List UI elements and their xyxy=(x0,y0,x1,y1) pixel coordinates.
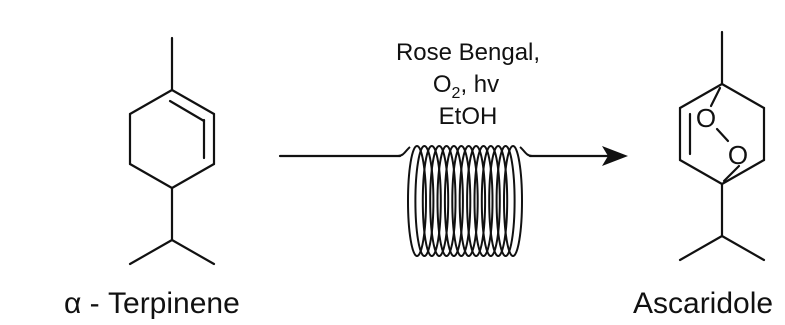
ring-bond xyxy=(170,88,216,116)
peroxide-oxygen-1: O xyxy=(696,103,716,133)
coil-loop xyxy=(421,145,442,257)
ring-bond xyxy=(128,88,174,116)
condition-solvent: EtOH xyxy=(439,103,498,130)
flow-reactor-coil-icon xyxy=(397,145,533,257)
coil-loop xyxy=(407,145,427,257)
oxygen-subscript: 2 xyxy=(452,85,461,102)
light-label: , hv xyxy=(460,71,499,98)
arrowhead xyxy=(602,146,628,166)
coil-loop xyxy=(414,145,435,257)
coil-lead-in xyxy=(397,146,411,157)
reaction-arrow xyxy=(278,146,628,166)
product-structure xyxy=(678,30,766,262)
product-name: Ascaridole xyxy=(633,287,773,320)
oxygen-symbol: O xyxy=(433,71,452,98)
ring-bond xyxy=(170,162,216,190)
coil-loop xyxy=(473,145,494,257)
coil-loop xyxy=(466,145,487,257)
coil-lead-out xyxy=(519,146,533,157)
coil-loop xyxy=(480,145,501,257)
isopropyl-bond xyxy=(128,238,174,266)
peroxide-bond xyxy=(722,164,741,183)
coil-loop xyxy=(443,145,464,257)
condition-oxidant: O2, hv xyxy=(433,71,499,102)
reactant-structure xyxy=(128,36,216,266)
peroxide-bond xyxy=(709,86,722,108)
coil-loop xyxy=(488,145,509,257)
peroxide-oxygen-2: O xyxy=(728,140,748,170)
coil-loop xyxy=(458,145,479,257)
coil-loop xyxy=(429,145,450,257)
condition-reagent: Rose Bengal, xyxy=(396,39,540,66)
ring-bond xyxy=(678,158,724,186)
reactant-name: α - Terpinene xyxy=(64,287,240,320)
coil-loop xyxy=(495,145,516,257)
ring-double-bond-inner xyxy=(168,99,206,123)
ring-bond xyxy=(678,82,724,110)
ring-bond xyxy=(720,82,766,110)
ring-bond xyxy=(720,158,766,186)
isopropyl-bond xyxy=(170,238,216,266)
coil-loop xyxy=(503,145,523,257)
peroxide-bond xyxy=(715,127,730,143)
ring-bond xyxy=(128,162,174,190)
isopropyl-bond xyxy=(720,234,766,262)
coil-loop xyxy=(436,145,457,257)
coil-loop xyxy=(451,145,472,257)
isopropyl-bond xyxy=(678,234,724,262)
